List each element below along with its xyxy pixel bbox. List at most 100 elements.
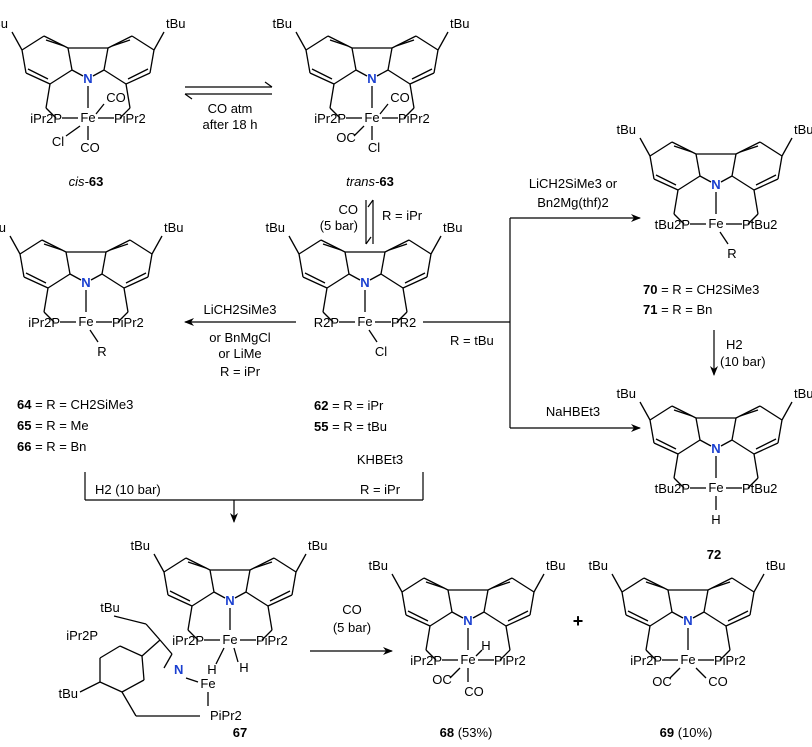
cond-co-atm: CO atm — [208, 101, 253, 116]
tbu-label-right: tBu — [308, 538, 328, 553]
phosphine-right: PiPr2 — [494, 653, 526, 668]
phosphine-left: iPr2P — [28, 315, 60, 330]
cl-ligand: Cl — [368, 140, 380, 155]
tbu-label-right: tBu — [794, 386, 812, 401]
arrows — [84, 81, 718, 655]
hydride-ligand-2: H — [239, 660, 248, 675]
co-ligand-bottom: CO — [80, 140, 100, 155]
tbu-label-right: tBu — [546, 558, 566, 573]
tbu-label-lower-left: tBu — [58, 686, 78, 701]
nitrogen-atom: N — [225, 593, 234, 608]
cl-ligand: Cl — [375, 344, 387, 359]
iron-atom: Fe — [708, 216, 723, 231]
tbu-label-left: tBu — [265, 220, 285, 235]
nitrogen-atom: N — [711, 441, 720, 456]
structure-cis-63: NtButBuFeiPr2PPiPr2COCOCl — [0, 16, 186, 155]
label-trans-63: trans-63 — [346, 174, 394, 189]
structure-64: NtButBuFeiPr2PPiPr2R — [0, 220, 184, 359]
phosphine-right: PtBu2 — [742, 481, 777, 496]
phosphine-lower: PiPr2 — [210, 708, 242, 723]
tbu-label-left: tBu — [272, 16, 292, 31]
cond-5bar-bottom: (5 bar) — [333, 620, 371, 635]
r-ligand: R — [97, 344, 106, 359]
phosphine-right: PiPr2 — [112, 315, 144, 330]
phosphine-left: tBu2P — [655, 217, 690, 232]
co-ligand-top: CO — [390, 90, 410, 105]
phosphine-left: iPr2P — [172, 633, 204, 648]
oc-ligand: OC — [336, 130, 356, 145]
tbu-label-right: tBu — [766, 558, 786, 573]
tbu-label-left: tBu — [616, 386, 636, 401]
nitrogen-atom: N — [683, 613, 692, 628]
phosphine-left: iPr2P — [30, 111, 62, 126]
label-70: 70 = R = CH2SiMe3 — [643, 282, 759, 297]
co-ligand: CO — [464, 684, 484, 699]
phosphine-right: PiPr2 — [256, 633, 288, 648]
phosphine-right: PiPr2 — [114, 111, 146, 126]
cond-after-18h: after 18 h — [203, 117, 258, 132]
nitrogen-atom: N — [463, 613, 472, 628]
nitrogen-atom: N — [360, 275, 369, 290]
iron-atom: Fe — [222, 632, 237, 647]
tbu-label-left: tBu — [0, 220, 6, 235]
tbu-label-left: tBu — [616, 122, 636, 137]
phosphine-left: iPr2P — [410, 653, 442, 668]
co-ligand-top: CO — [106, 90, 126, 105]
tbu-label-left: tBu — [588, 558, 608, 573]
tbu-label-right: tBu — [166, 16, 186, 31]
phosphine-left: tBu2P — [655, 481, 690, 496]
tbu-label-left: tBu — [130, 538, 150, 553]
plus-sign: + — [573, 611, 584, 631]
phosphine-right: PR2 — [391, 315, 416, 330]
nitrogen-atom: N — [81, 275, 90, 290]
cond-nahbet3: NaHBEt3 — [546, 404, 600, 419]
equilibrium-reverse-head — [184, 93, 193, 100]
label-65: 65 = R = Me — [17, 418, 89, 433]
iron-atom-lower: Fe — [200, 676, 215, 691]
phosphine-left: iPr2P — [314, 111, 346, 126]
tbu-label-left: tBu — [0, 16, 8, 31]
iron-atom: Fe — [680, 652, 695, 667]
label-72: 72 — [707, 547, 721, 562]
nitrogen-atom-lower: N — [174, 662, 183, 677]
iron-atom: Fe — [708, 480, 723, 495]
label-64: 64 = R = CH2SiMe3 — [17, 397, 133, 412]
r-ligand: R — [727, 246, 736, 261]
label-62: 62 = R = iPr — [314, 398, 384, 413]
phosphine-left: R2P — [314, 315, 339, 330]
label-66: 66 = R = Bn — [17, 439, 86, 454]
oc-ligand: OC — [432, 672, 452, 687]
label-69: 69 (10%) — [660, 725, 713, 740]
label-71: 71 = R = Bn — [643, 302, 712, 317]
cond-r-ipr: R = iPr — [382, 208, 423, 223]
tbu-label-right: tBu — [450, 16, 470, 31]
cond-left-1: LiCH2SiMe3 — [204, 302, 277, 317]
cond-co-bottom: CO — [342, 602, 362, 617]
iron-atom: Fe — [460, 652, 475, 667]
tbu-label-left: tBu — [368, 558, 388, 573]
cond-10bar: (10 bar) — [720, 354, 766, 369]
hydride-ligand: H — [711, 512, 720, 527]
cond-khbet3-r: R = iPr — [360, 482, 401, 497]
iron-atom: Fe — [80, 110, 95, 125]
cond-left-3: or LiMe — [218, 346, 261, 361]
cond-topright-1: LiCH2SiMe3 or — [529, 176, 618, 191]
cond-5bar: (5 bar) — [320, 218, 358, 233]
tbu-label-right: tBu — [164, 220, 184, 235]
cond-co: CO — [339, 202, 359, 217]
label-67: 67 — [233, 725, 247, 740]
cl-ligand: Cl — [52, 134, 64, 149]
label-68: 68 (53%) — [440, 725, 493, 740]
tbu-label-lower-top: tBu — [100, 600, 120, 615]
equilibrium-forward-head — [264, 81, 273, 88]
nitrogen-atom: N — [83, 71, 92, 86]
co-ligand: CO — [708, 674, 728, 689]
nitrogen-atom: N — [711, 177, 720, 192]
phosphine-left: iPr2P — [630, 653, 662, 668]
